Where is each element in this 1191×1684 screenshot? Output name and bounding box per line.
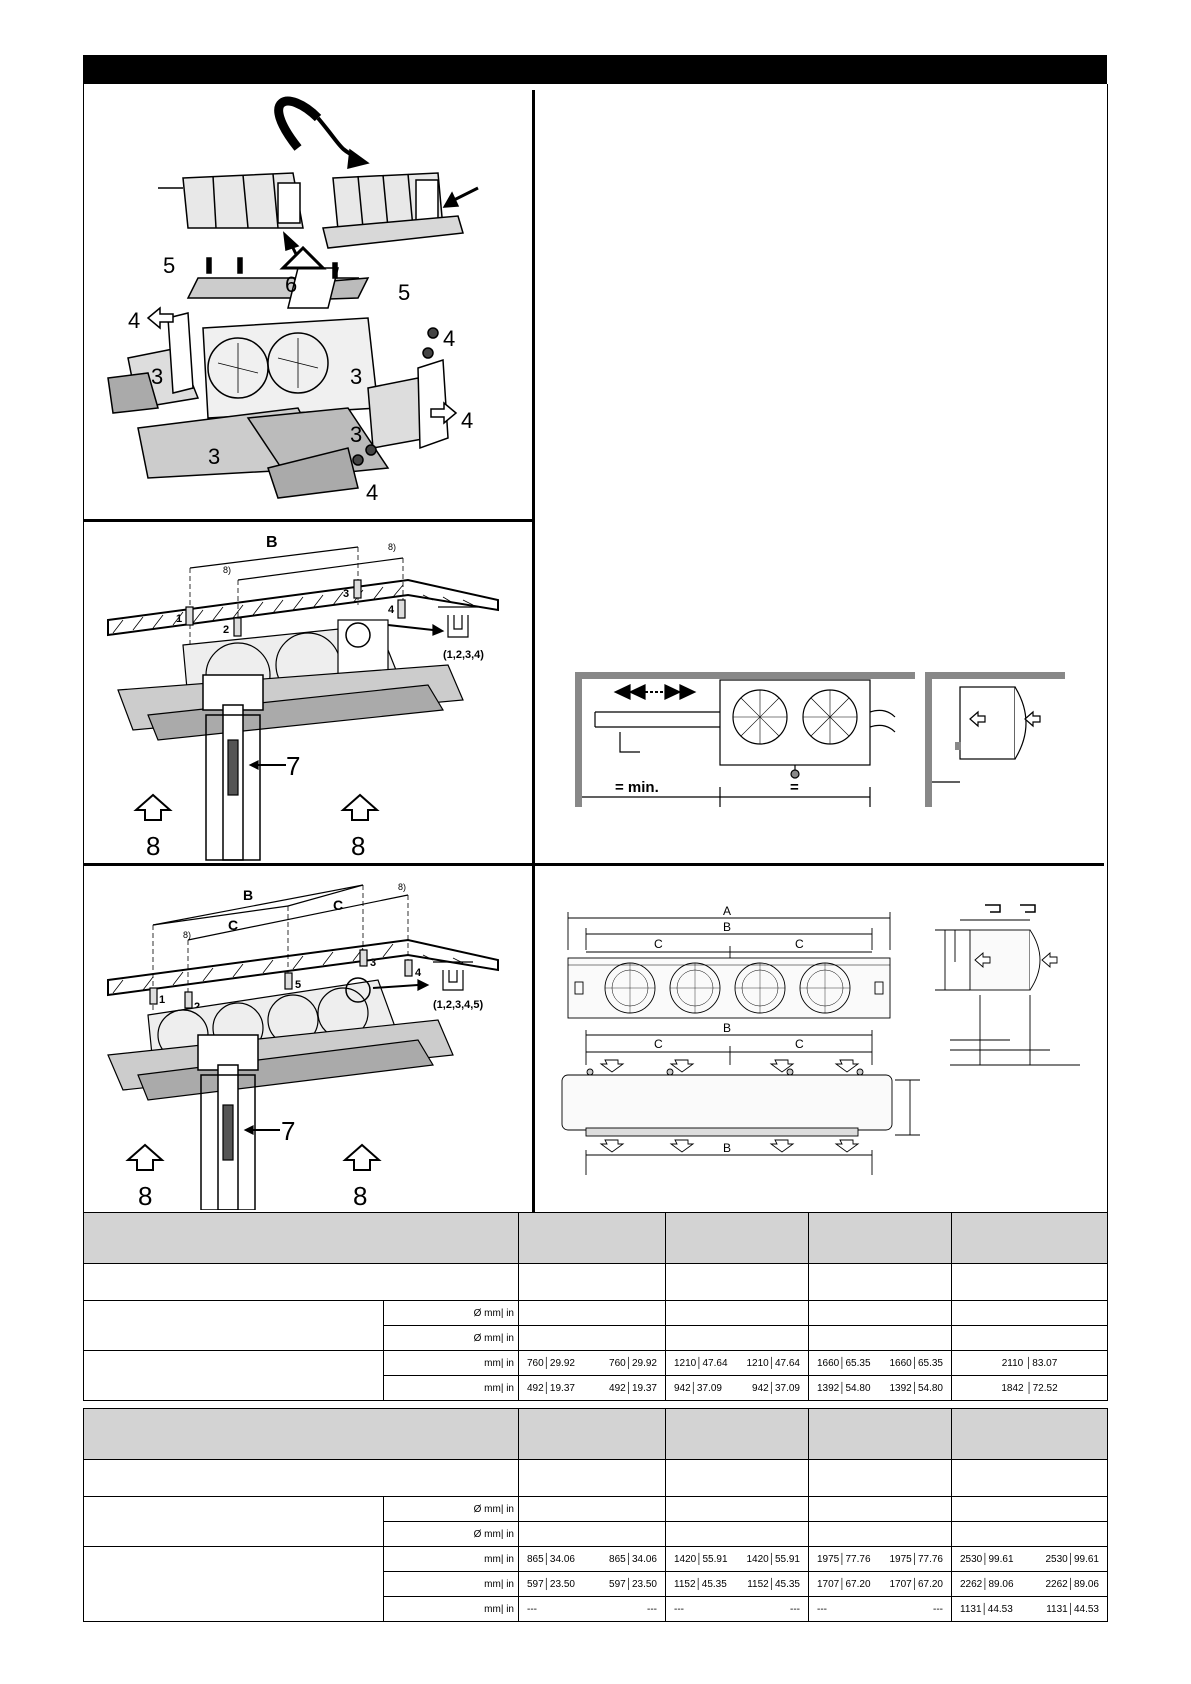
svg-text:1: 1 <box>176 613 182 625</box>
label-screws-right: 5 <box>398 280 410 305</box>
table-row: Ø mm| in <box>83 1300 1108 1351</box>
dim-C-mid-right: C <box>795 1037 804 1051</box>
packaging-exploded <box>107 245 458 499</box>
label-side-right: 4 <box>461 408 473 433</box>
lift-label: 7 <box>281 1116 295 1146</box>
header-bar <box>83 55 1107 84</box>
label-screws-left: 5 <box>163 253 175 278</box>
dim-B: B <box>243 887 253 903</box>
table-header-row <box>83 1408 1108 1460</box>
support-label-right: 8 <box>351 831 365 861</box>
label-cover: 6 <box>285 272 297 297</box>
svg-text:5: 5 <box>295 979 301 991</box>
packed-unit-on-pallet <box>322 172 479 249</box>
label-cardboard-3: 3 <box>350 422 362 447</box>
dim-B-mid: B <box>723 1021 731 1035</box>
min-label: = min. <box>615 779 659 796</box>
table-row: Ø mm| in <box>84 1521 1108 1547</box>
clearance-illustration: = min. = <box>575 672 1075 822</box>
unit-cell: mm| in <box>383 1350 519 1376</box>
svg-text:2: 2 <box>223 624 229 636</box>
dim-A: A <box>723 904 731 918</box>
table-row <box>83 1459 1108 1497</box>
group-label: (1,2,3,4,5) <box>433 999 483 1011</box>
svg-text:8): 8) <box>183 930 191 940</box>
label-cardboard-4: 3 <box>208 444 220 469</box>
dim-B: B <box>266 534 278 551</box>
svg-text:8): 8) <box>398 882 406 892</box>
horizontal-divider <box>84 863 1104 866</box>
unit-cell: Ø mm| in <box>383 1521 519 1547</box>
packed-unit-upright <box>158 172 304 229</box>
unit-cell: mm| in <box>383 1546 519 1572</box>
unit-cell: mm| in <box>383 1596 519 1622</box>
table-row: Ø mm| in <box>84 1325 1108 1351</box>
svg-text:4: 4 <box>388 604 395 616</box>
unpacking-illustration: 6 5 5 4 4 4 4 3 3 3 3 <box>88 88 528 516</box>
label-side-top: 4 <box>443 326 455 351</box>
svg-text:8): 8) <box>223 565 231 575</box>
mounting-2fan-illustration: B 8) 8) 1 2 3 4 (1,2,3,4) 7 8 8 <box>88 525 528 861</box>
table-header-row <box>83 1212 1108 1264</box>
svg-text:8): 8) <box>388 542 396 552</box>
dim-C-right: C <box>333 897 343 913</box>
table-row: Ø mm| in <box>83 1496 1108 1547</box>
figure-frame <box>83 84 1108 1214</box>
unit-cell: mm| in <box>383 1571 519 1597</box>
support-label-left: 8 <box>138 1181 152 1210</box>
unit-cell: Ø mm| in <box>383 1496 519 1522</box>
rotate-arrow-icon <box>274 96 322 151</box>
dim-C-top-left: C <box>654 937 663 951</box>
svg-text:3: 3 <box>370 957 376 969</box>
svg-text:1: 1 <box>159 994 165 1006</box>
group-label: (1,2,3,4) <box>443 649 484 661</box>
dim-B-bottom: B <box>723 1141 731 1155</box>
dim-C-mid-left: C <box>654 1037 663 1051</box>
label-cardboard-1: 3 <box>151 364 163 389</box>
horizontal-divider-left <box>84 519 534 522</box>
label-side-bottom: 4 <box>366 480 378 505</box>
table-row <box>83 1263 1108 1301</box>
dim-B-top: B <box>723 920 731 934</box>
label-side-left: 4 <box>128 308 140 333</box>
dimension-drawing: A B C C B C C B <box>550 890 1105 1210</box>
support-label-left: 8 <box>146 831 160 861</box>
dim-C-top-right: C <box>795 937 804 951</box>
svg-text:3: 3 <box>343 588 349 600</box>
unit-cell: mm| in <box>383 1375 519 1401</box>
label-cardboard-2: 3 <box>350 364 362 389</box>
lift-label: 7 <box>286 751 300 781</box>
support-label-right: 8 <box>353 1181 367 1210</box>
svg-text:4: 4 <box>415 967 422 979</box>
unit-cell: Ø mm| in <box>383 1300 519 1326</box>
vertical-divider <box>532 90 535 1212</box>
mounting-4fan-illustration: B C C 8) 8) 1 2 3 4 5 (1,2,3,4,5) 7 8 8 <box>88 870 528 1210</box>
unit-cell: Ø mm| in <box>383 1325 519 1351</box>
equal-label: = <box>790 779 799 796</box>
dim-C-left: C <box>228 917 238 933</box>
